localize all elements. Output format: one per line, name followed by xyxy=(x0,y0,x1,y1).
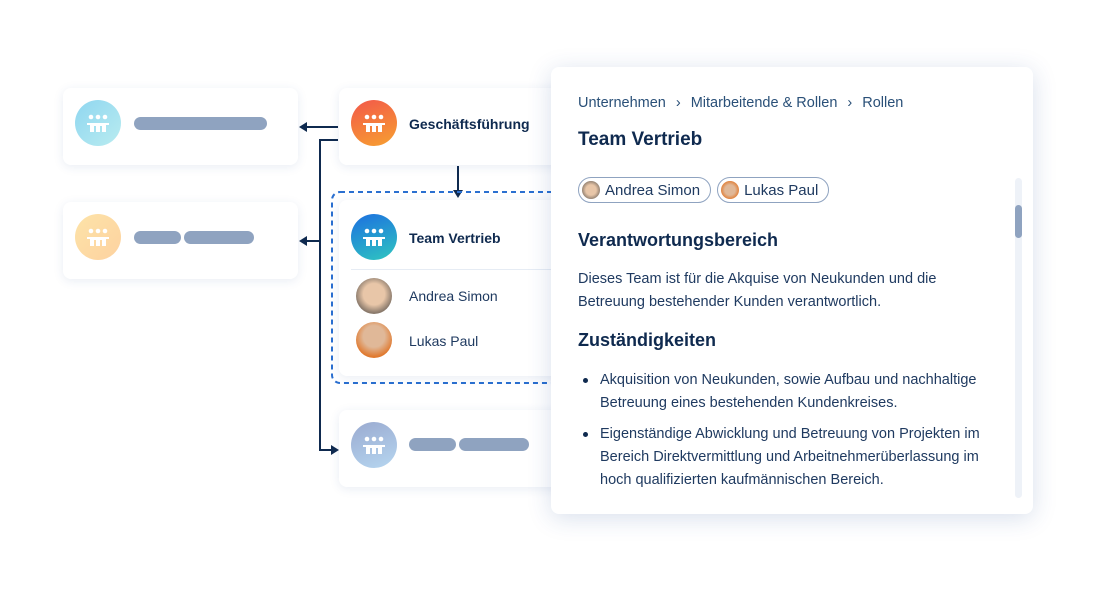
member-chips: Andrea Simon Lukas Paul xyxy=(578,177,835,204)
executive-card[interactable]: Geschäftsführung xyxy=(339,88,569,165)
placeholder-bar xyxy=(134,117,267,130)
list-item: Eigenständige Abwicklung und Betreuung v… xyxy=(578,423,998,492)
placeholder-bar xyxy=(184,231,254,244)
chip-label: Lukas Paul xyxy=(744,181,819,199)
placeholder-unit-card[interactable] xyxy=(339,410,569,487)
placeholder-bar xyxy=(134,231,181,244)
chevron-right-icon: › xyxy=(847,95,853,111)
team-icon xyxy=(351,100,397,146)
member-chip[interactable]: Andrea Simon xyxy=(578,177,712,203)
avatar xyxy=(356,278,392,314)
placeholder-unit-card[interactable] xyxy=(63,88,298,165)
chevron-right-icon: › xyxy=(675,95,681,111)
panel-title: Team Vertrieb xyxy=(578,129,703,150)
avatar xyxy=(721,181,740,199)
team-icon xyxy=(75,214,121,260)
section-heading: Zuständigkeiten xyxy=(578,330,717,350)
member-chip[interactable]: Lukas Paul xyxy=(717,177,830,203)
member-name: Andrea Simon xyxy=(409,288,498,304)
breadcrumb-item[interactable]: Unternehmen xyxy=(578,95,666,111)
team-detail-panel: Unternehmen › Mitarbeitende & Rollen › R… xyxy=(551,67,1033,514)
team-icon xyxy=(351,422,397,468)
placeholder-unit-card[interactable] xyxy=(63,202,298,279)
executive-label: Geschäftsführung xyxy=(409,116,530,132)
team-label: Team Vertrieb xyxy=(409,230,501,246)
breadcrumb-item[interactable]: Mitarbeitende & Rollen xyxy=(690,95,838,111)
member-name: Lukas Paul xyxy=(409,333,479,349)
divider xyxy=(351,269,569,270)
list-item: Akquisition von Neukunden, sowie Aufbau … xyxy=(578,369,998,415)
breadcrumb-item[interactable]: Rollen xyxy=(862,95,904,111)
team-card[interactable]: Team Vertrieb Andrea Simon Lukas Paul xyxy=(339,200,569,376)
section-heading: Verantwortungsbereich xyxy=(578,230,779,250)
scrollbar[interactable] xyxy=(1015,178,1022,498)
chip-label: Andrea Simon xyxy=(605,181,701,199)
team-icon xyxy=(351,214,397,260)
placeholder-bar xyxy=(459,438,529,451)
team-icon xyxy=(75,100,121,146)
avatar xyxy=(356,322,392,358)
scrollbar-thumb[interactable] xyxy=(1015,205,1022,238)
placeholder-bar xyxy=(409,438,456,451)
breadcrumb: Unternehmen › Mitarbeitende & Rollen › R… xyxy=(578,95,903,111)
duties-list: Akquisition von Neukunden, sowie Aufbau … xyxy=(578,369,998,500)
section-text: Dieses Team ist für die Akquise von Neuk… xyxy=(578,271,937,310)
avatar xyxy=(582,181,600,199)
